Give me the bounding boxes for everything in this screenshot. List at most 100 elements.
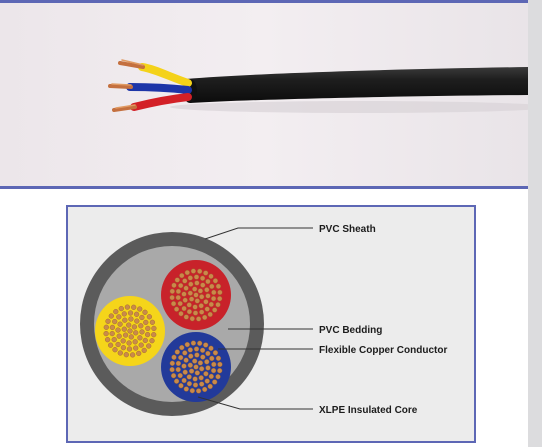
copper-strand	[170, 301, 177, 307]
copper-strand	[126, 340, 132, 346]
copper-strand	[190, 268, 197, 274]
copper-strand	[181, 377, 187, 384]
copper-strand	[171, 282, 177, 288]
copper-strand	[141, 347, 147, 354]
copper-strand	[109, 324, 116, 331]
copper-strand	[199, 309, 205, 315]
copper-strand	[133, 330, 139, 336]
copper-strand	[178, 311, 184, 317]
yellow-core	[138, 63, 192, 87]
copper-strand	[212, 350, 219, 356]
copper-strand	[203, 342, 209, 348]
copper-strand	[173, 306, 180, 312]
copper-strand	[127, 328, 133, 334]
copper-strand	[199, 366, 205, 372]
copper-strand	[123, 352, 129, 358]
leader-sheath	[204, 227, 313, 240]
copper-strand	[212, 307, 218, 313]
copper-strand	[200, 275, 206, 281]
copper-strand	[193, 364, 199, 370]
copper-strand	[200, 354, 206, 360]
copper-strand	[175, 367, 181, 373]
copper-strand	[184, 269, 190, 276]
copper-strand	[215, 374, 221, 380]
copper-strand	[127, 310, 134, 316]
copper-strand	[200, 347, 206, 353]
copper-strand	[211, 295, 217, 302]
copper-strand	[197, 288, 204, 294]
copper-strand	[145, 325, 151, 332]
copper-strand	[194, 352, 200, 358]
label-xlpe-insulated-core: XLPE Insulated Core	[319, 405, 418, 416]
copper-strand	[120, 345, 127, 351]
copper-strand	[139, 329, 145, 335]
copper-strand	[217, 296, 223, 302]
copper-strand	[215, 302, 221, 308]
top-rule	[0, 0, 528, 3]
copper-strand	[103, 324, 109, 330]
copper-strand	[202, 314, 208, 321]
copper-strand	[187, 275, 193, 281]
copper-strand	[128, 316, 134, 322]
copper-strand	[209, 283, 215, 290]
copper-strand	[178, 282, 184, 289]
copper-strand	[207, 383, 213, 390]
copper-strand	[217, 361, 223, 368]
copper-strand	[139, 314, 145, 321]
copper-strand	[112, 347, 118, 353]
copper-strand	[183, 386, 189, 392]
copper-strand	[204, 359, 210, 365]
copper-strand	[193, 346, 200, 352]
copper-strand	[107, 342, 114, 348]
blue-core-copper-strands	[169, 340, 223, 394]
copper-strand	[182, 278, 188, 284]
three-core-cable-photo	[0, 3, 528, 187]
label-pvc-sheath: PVC Sheath	[319, 224, 376, 235]
copper-strand	[151, 325, 157, 332]
copper-strand	[186, 309, 193, 315]
copper-strand	[194, 280, 200, 286]
copper-strand	[112, 318, 118, 325]
copper-strand	[209, 355, 215, 362]
copper-strand	[217, 289, 223, 296]
copper-strand	[131, 304, 137, 310]
copper-strand	[203, 270, 209, 276]
copper-strand	[215, 355, 222, 361]
copper-strand	[207, 311, 213, 318]
copper-strand	[192, 286, 198, 292]
copper-strand	[129, 352, 136, 358]
yellow-core-copper-strands	[103, 304, 157, 358]
copper-strand	[182, 350, 188, 356]
copper-strand	[199, 381, 205, 387]
copper-strand	[189, 388, 195, 394]
copper-strand-red-highlight	[115, 104, 136, 109]
copper-strand	[149, 338, 155, 344]
copper-strand	[186, 374, 192, 380]
copper-strand	[105, 318, 111, 324]
copper-strand	[137, 335, 143, 341]
copper-strand	[131, 324, 138, 330]
copper-strand	[205, 365, 211, 371]
blue-core	[126, 83, 192, 94]
leader-core	[197, 396, 313, 410]
copper-strand	[175, 360, 182, 367]
copper-strand	[117, 321, 123, 327]
copper-strand	[118, 305, 124, 312]
copper-strand	[179, 345, 185, 351]
copper-strand	[196, 388, 202, 394]
copper-strand	[182, 297, 188, 303]
copper-strand	[109, 330, 115, 337]
copper-strand	[179, 272, 185, 279]
copper-strand	[175, 288, 182, 295]
copper-strand	[115, 341, 121, 348]
copper-strand	[115, 327, 121, 333]
copper-strand	[196, 316, 202, 322]
cable-cross-section-diagram: PVC Sheath PVC Bedding Flexible Copper C…	[66, 205, 476, 443]
copper-strand	[116, 314, 122, 320]
copper-strand	[187, 290, 193, 296]
copper-strand	[116, 333, 122, 339]
copper-strand	[177, 300, 183, 307]
copper-strand	[193, 274, 200, 280]
copper-strand	[188, 368, 195, 374]
copper-strand	[120, 338, 126, 344]
